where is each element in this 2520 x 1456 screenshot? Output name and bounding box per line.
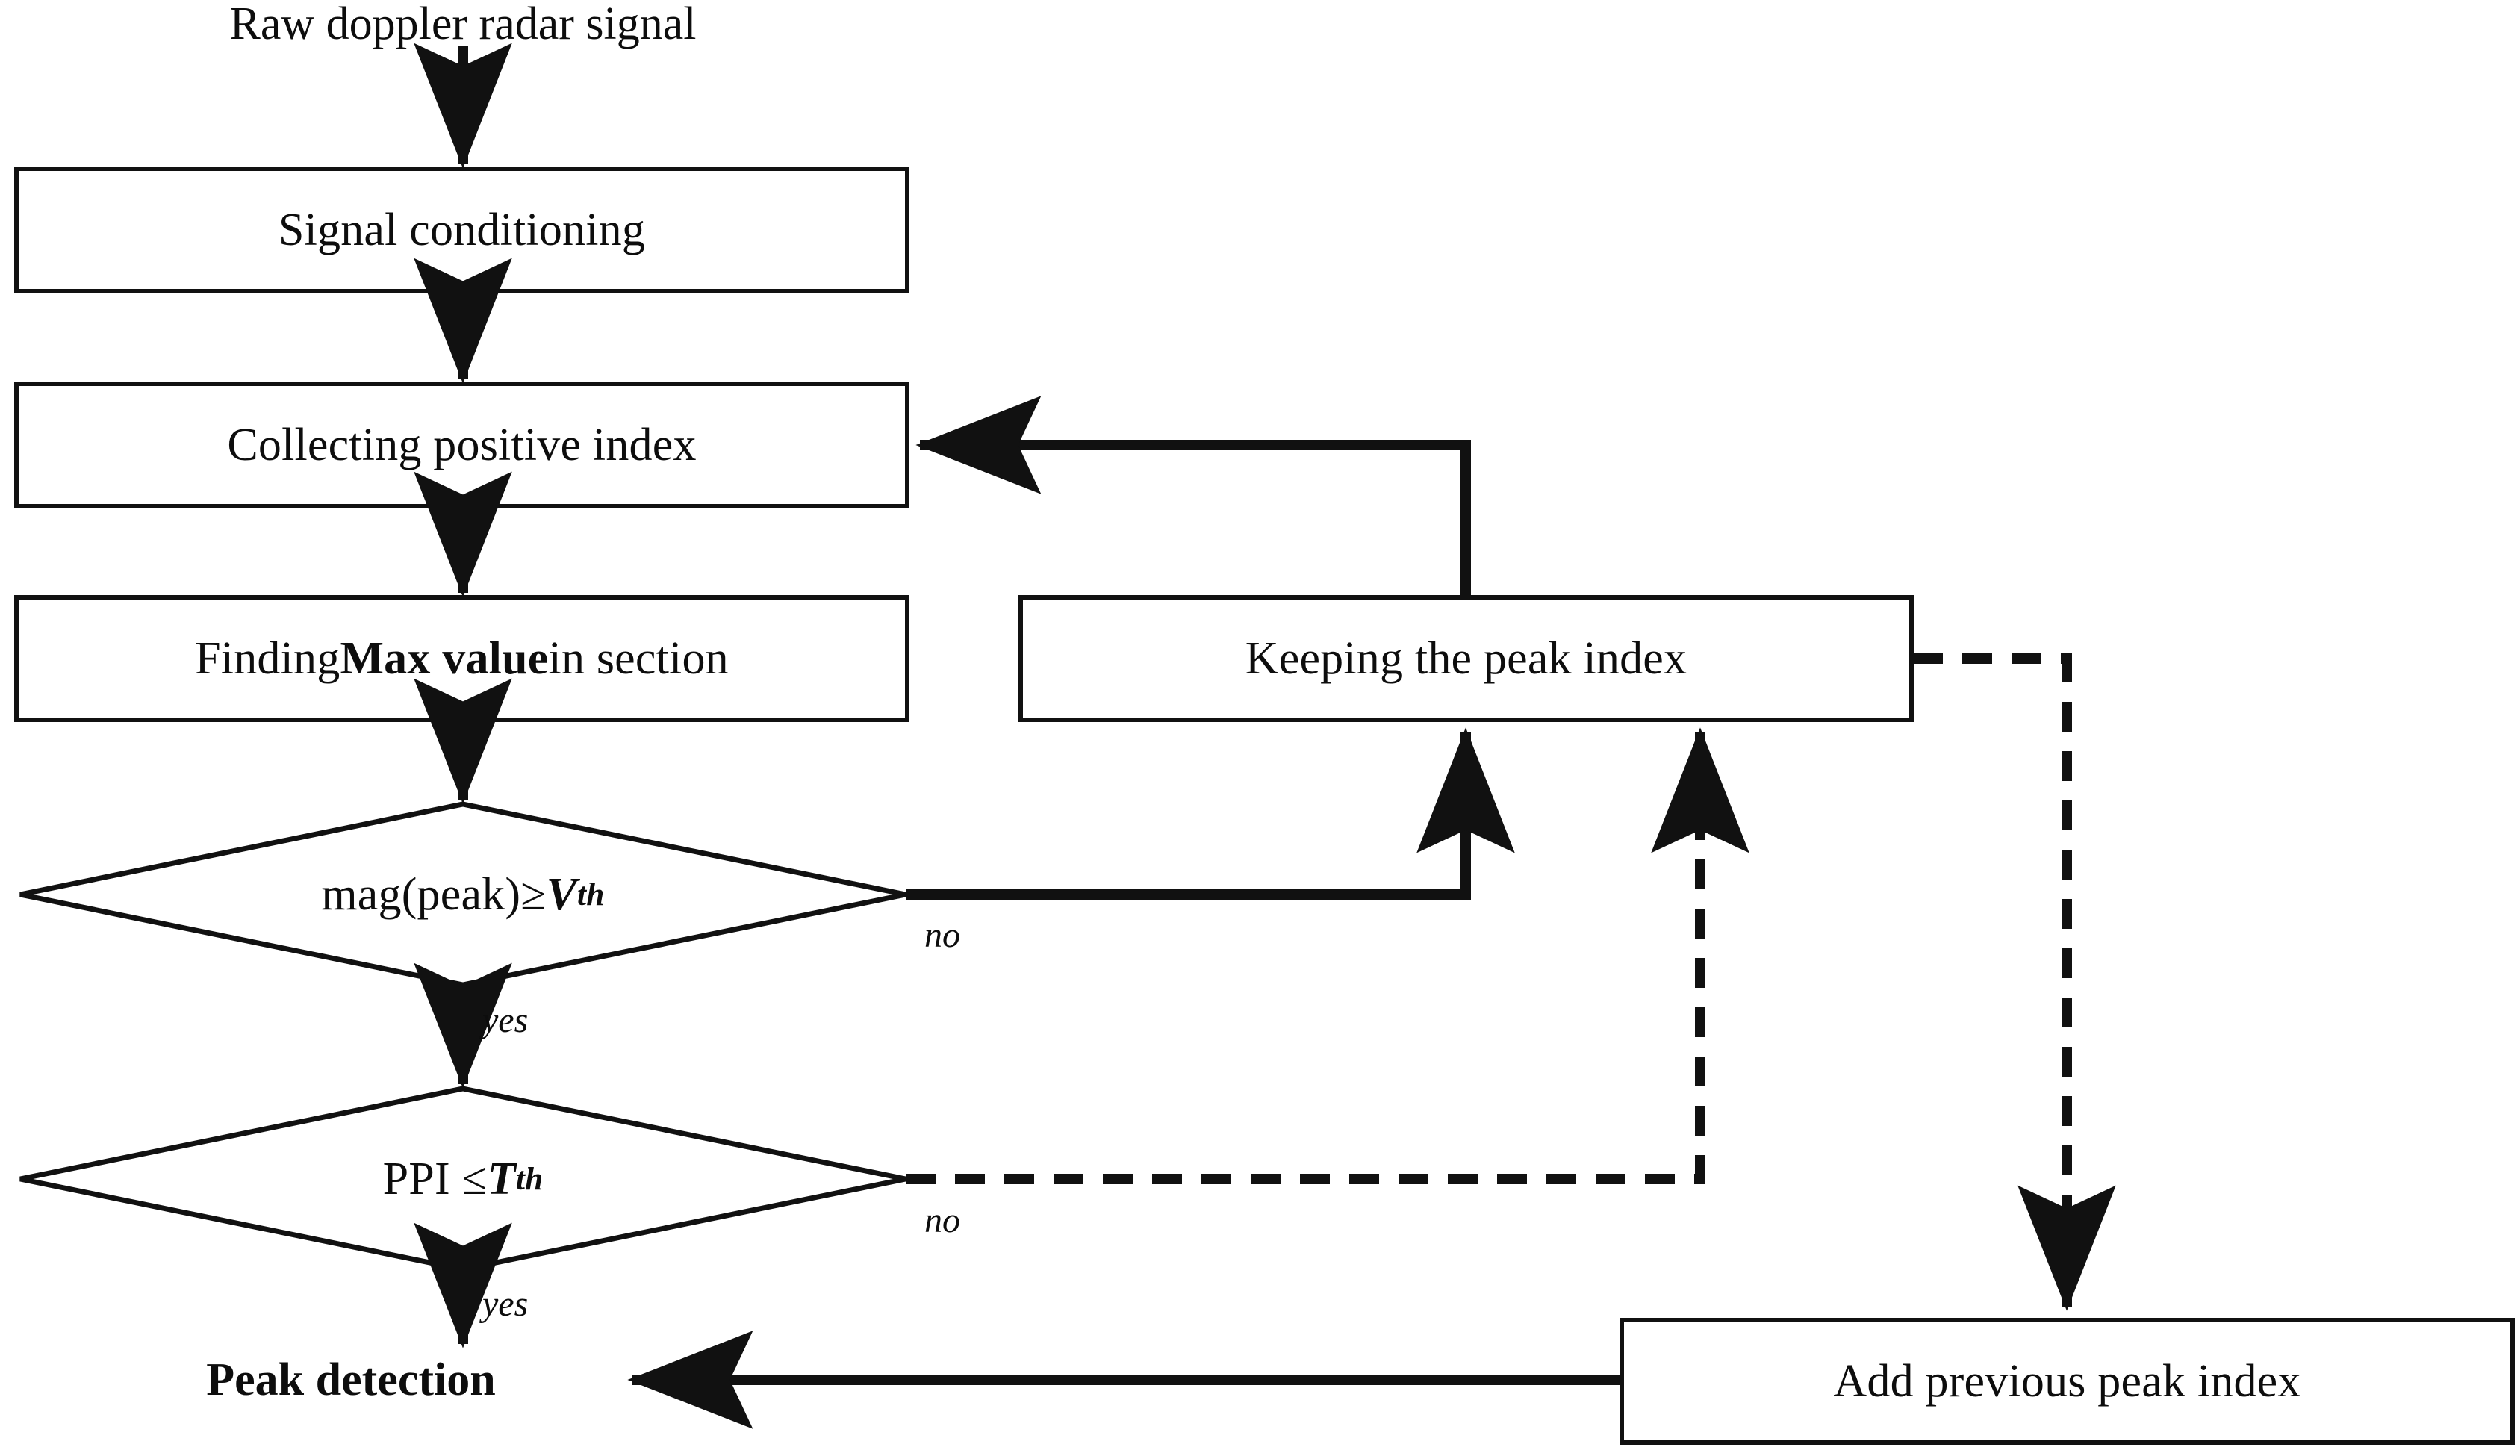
node-decision-ppi (19, 1086, 906, 1272)
node-signal-conditioning (14, 167, 909, 293)
node-keeping-peak-index (1018, 595, 1914, 722)
edge-keep-to-addprev (1913, 653, 2116, 1311)
edge-magpeak-no-to-keep (906, 727, 1515, 900)
edge-keep-to-collecting (915, 396, 1471, 596)
node-finding-max-value (14, 595, 909, 722)
node-decision-mag-peak (19, 801, 906, 988)
node-collecting-positive-index (14, 382, 909, 508)
edge-ppi-no-to-keep (906, 727, 1749, 1184)
node-add-previous-peak-index (1620, 1318, 2515, 1445)
